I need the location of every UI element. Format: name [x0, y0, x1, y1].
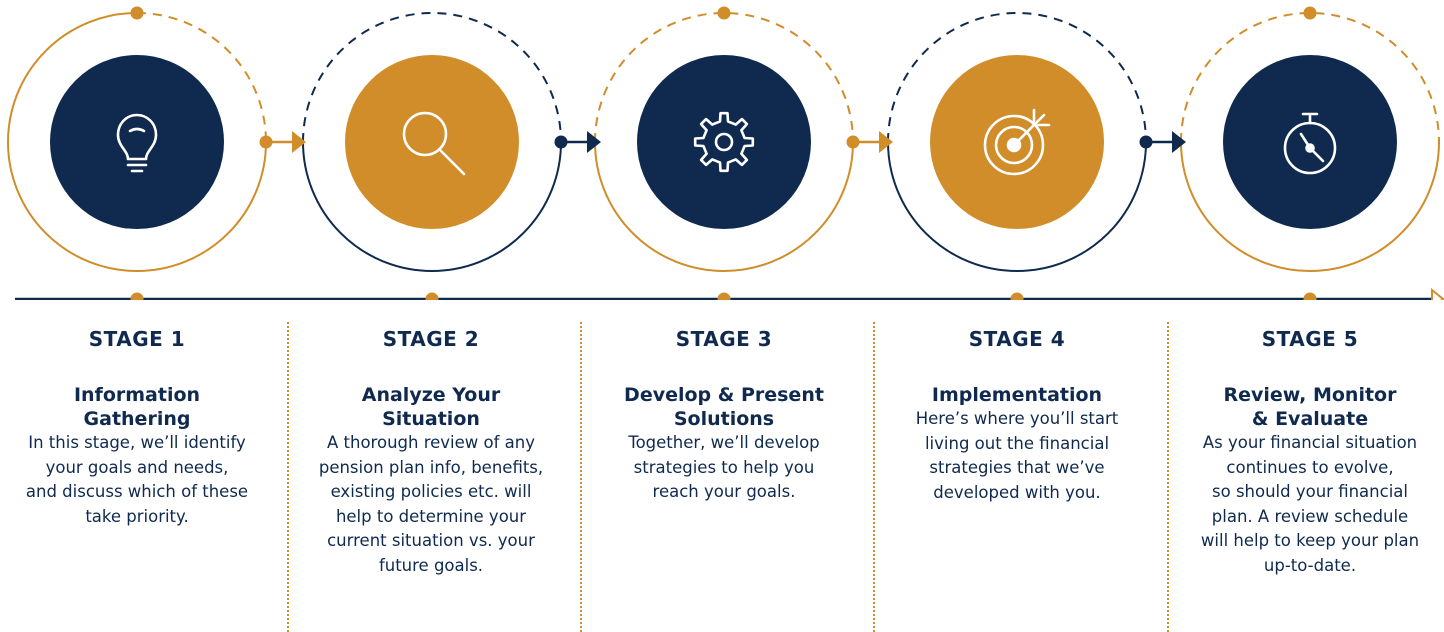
stage-2: STAGE 2 Analyze Your Situation A thoroug…	[311, 325, 551, 578]
ring-top-dot	[130, 6, 144, 20]
stage-description: Here’s where you’ll start living out the…	[915, 409, 1119, 502]
stage-title: Develop & Present Solutions	[624, 384, 824, 430]
stage-disc	[345, 55, 519, 229]
connector-arrowhead	[292, 131, 306, 153]
stage-label: STAGE 5	[1261, 327, 1359, 351]
stage-ring-dashed	[594, 12, 854, 143]
stage-divider	[287, 322, 289, 632]
stage-process-diagram	[7, 6, 1444, 300]
stage-label: STAGE 1	[88, 327, 186, 351]
stage-ring-solid	[302, 141, 562, 272]
timeline-arrowhead	[1431, 287, 1444, 300]
stage-title: Analyze Your Situation	[361, 384, 501, 430]
stage-ring-solid	[1180, 141, 1440, 272]
stage-description: Together, we’ll develop strategies to he…	[628, 433, 820, 501]
stage-5: STAGE 5 Review, Monitor & Evaluate As yo…	[1190, 325, 1430, 578]
timeline-dot	[130, 292, 144, 300]
stage-disc	[637, 55, 811, 229]
ring-top-dot	[1303, 6, 1317, 20]
stage-divider	[873, 322, 875, 632]
timeline-dot	[1303, 292, 1317, 300]
gear-icon	[693, 111, 755, 173]
stage-ring-solid	[594, 141, 854, 272]
stage-ring-dashed	[1180, 12, 1440, 143]
stage-description: A thorough review of any pension plan in…	[318, 433, 544, 575]
stage-ring-dashed	[302, 12, 562, 143]
stage-title: Implementation	[931, 384, 1103, 406]
stage-rings	[7, 6, 1440, 272]
stage-disc	[1223, 55, 1397, 229]
stage-4: STAGE 4 Implementation Here’s where you’…	[897, 325, 1137, 505]
connector-arrowhead	[587, 131, 601, 153]
stage-ring-dashed	[887, 12, 1147, 143]
stage-label: STAGE 4	[968, 327, 1066, 351]
stage-divider	[1167, 322, 1169, 632]
stage-3: STAGE 3 Develop & Present Solutions Toge…	[604, 325, 844, 505]
stage-description: As your financial situation continues to…	[1200, 433, 1420, 575]
stage-title: Information Gathering	[73, 384, 201, 430]
stage-label: STAGE 2	[382, 327, 480, 351]
stage-description: In this stage, we’ll identify your goals…	[25, 433, 249, 526]
connector-arrowhead	[1172, 131, 1186, 153]
ring-top-dot	[717, 6, 731, 20]
magnifier-icon	[402, 111, 466, 176]
target-icon	[983, 108, 1051, 176]
stage-divider	[580, 322, 582, 632]
stage-title: Review, Monitor & Evaluate	[1223, 384, 1397, 430]
stage-discs	[50, 55, 1397, 229]
stage-ring-dashed	[136, 12, 267, 143]
stage-ring-solid	[887, 141, 1147, 272]
timeline-dot	[1010, 292, 1024, 300]
stage-ring-solid	[7, 12, 267, 272]
stage-label: STAGE 3	[675, 327, 773, 351]
stage-1: STAGE 1 Information Gathering In this st…	[17, 325, 257, 529]
timeline-dot	[425, 292, 439, 300]
timeline-dots	[130, 292, 1317, 300]
stage-connectors	[259, 131, 1186, 153]
lightbulb-icon	[116, 113, 158, 173]
stopwatch-icon	[1283, 112, 1337, 175]
connector-arrowhead	[879, 131, 893, 153]
stage-disc	[50, 55, 224, 229]
timeline-dot	[717, 292, 731, 300]
